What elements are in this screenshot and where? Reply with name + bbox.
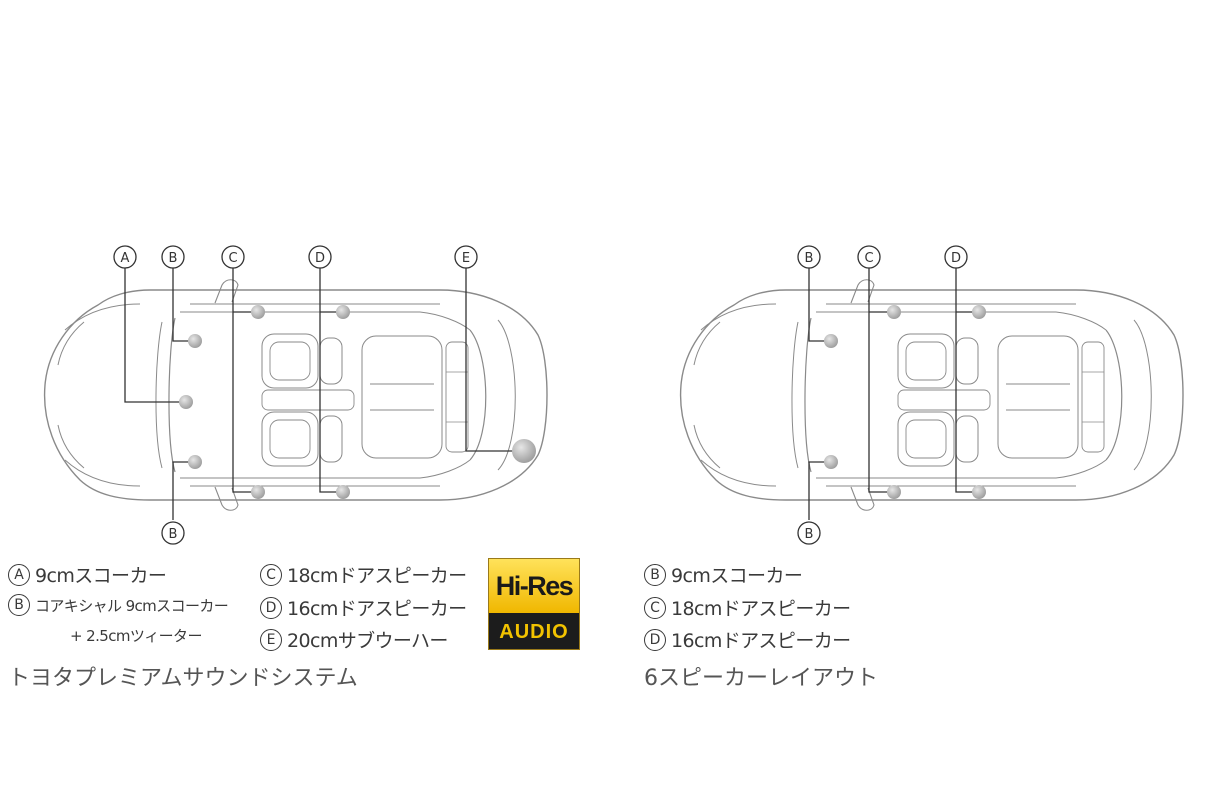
six-legend-marker-b: B <box>644 563 666 586</box>
six-callout-c-label: C <box>864 251 873 266</box>
legend-marker-c: C <box>260 563 282 586</box>
car-outline-premium <box>43 279 548 511</box>
six-callout-b-bottom-label: B <box>805 527 814 542</box>
six-legend-marker-c: C <box>644 596 666 619</box>
door-speaker-d-left <box>336 305 350 319</box>
legend-marker-e: E <box>260 628 282 651</box>
legend-row-b: B コアキシャル 9cmスコーカー <box>8 594 229 616</box>
six-legend-text-c: 18cmドアスピーカー <box>671 598 851 620</box>
six-speaker-d-left <box>972 305 986 319</box>
coaxial-speaker-b-left <box>188 334 202 348</box>
legend-text-e: 20cmサブウーハー <box>287 630 448 652</box>
legend-row-c: C 18cmドアスピーカー <box>260 561 467 588</box>
callout-e-circle <box>454 245 478 269</box>
six-callout-b-circle <box>797 245 821 269</box>
callout-d-circle <box>308 245 332 269</box>
callout-b-label: B <box>169 251 178 266</box>
callout-a-circle <box>113 245 137 269</box>
six-legend-text-d: 16cmドアスピーカー <box>671 630 851 652</box>
legend-text-c: 18cmドアスピーカー <box>287 565 467 587</box>
callout-c-label: C <box>228 251 237 266</box>
coaxial-speaker-b-right <box>188 455 202 469</box>
six-speaker-b-left <box>824 334 838 348</box>
legend-text-a: 9cmスコーカー <box>35 565 167 587</box>
callout-d-label: D <box>315 251 325 266</box>
six-speaker-c-right <box>887 485 901 499</box>
callout-a-label: A <box>121 251 130 266</box>
six-legend-marker-d: D <box>644 628 666 651</box>
leader-lines-premium <box>124 268 524 520</box>
callout-b-circle <box>161 245 185 269</box>
legend-text-b-tweeter: + 2.5cmツィーター <box>70 627 202 645</box>
callout-b-bottom-label: B <box>169 527 178 542</box>
six-callout-c-circle <box>857 245 881 269</box>
door-speaker-d-right <box>336 485 350 499</box>
legend-marker-d: D <box>260 596 282 619</box>
six-callout-b-label: B <box>805 251 814 266</box>
legend-row-b-cont: + 2.5cmツィーター <box>70 625 202 646</box>
six-speaker-b-right <box>824 455 838 469</box>
six-callout-d-label: D <box>951 251 961 266</box>
legend-text-d: 16cmドアスピーカー <box>287 598 467 620</box>
hi-res-logo-bottom: AUDIO <box>499 620 569 643</box>
door-speaker-c-right <box>251 485 265 499</box>
six-legend-text-b: 9cmスコーカー <box>671 565 803 587</box>
legend-text-b: コアキシャル 9cmスコーカー <box>35 596 229 615</box>
legend-row-e: E 20cmサブウーハー <box>260 626 448 653</box>
door-speaker-c-left <box>251 305 265 319</box>
six-speaker-d-right <box>972 485 986 499</box>
six-callout-d-circle <box>944 245 968 269</box>
legend-row-d: D 16cmドアスピーカー <box>260 594 467 621</box>
six-speaker-c-left <box>887 305 901 319</box>
six-legend-row-c: C 18cmドアスピーカー <box>644 594 851 621</box>
callout-c-circle <box>221 245 245 269</box>
legend-marker-b: B <box>8 594 30 616</box>
six-callout-b-bottom-circle <box>797 521 821 545</box>
premium-title: トヨタプレミアムサウンドシステム <box>8 666 358 691</box>
hi-res-audio-logo: Hi-Res AUDIO <box>488 558 580 650</box>
six-title: 6スピーカーレイアウト <box>644 666 878 691</box>
six-legend-row-d: D 16cmドアスピーカー <box>644 626 851 653</box>
hi-res-logo-top: Hi-Res <box>495 570 574 601</box>
legend-row-a: A 9cmスコーカー <box>8 561 167 588</box>
callout-b-bottom-circle <box>161 521 185 545</box>
car-outline-six <box>679 279 1184 511</box>
leader-lines-six <box>808 268 979 520</box>
subwoofer-speaker-e <box>512 439 536 463</box>
squawker-speaker-a <box>179 395 193 409</box>
legend-marker-a: A <box>8 563 30 586</box>
six-legend-row-b: B 9cmスコーカー <box>644 561 803 588</box>
callout-e-label: E <box>462 251 470 266</box>
